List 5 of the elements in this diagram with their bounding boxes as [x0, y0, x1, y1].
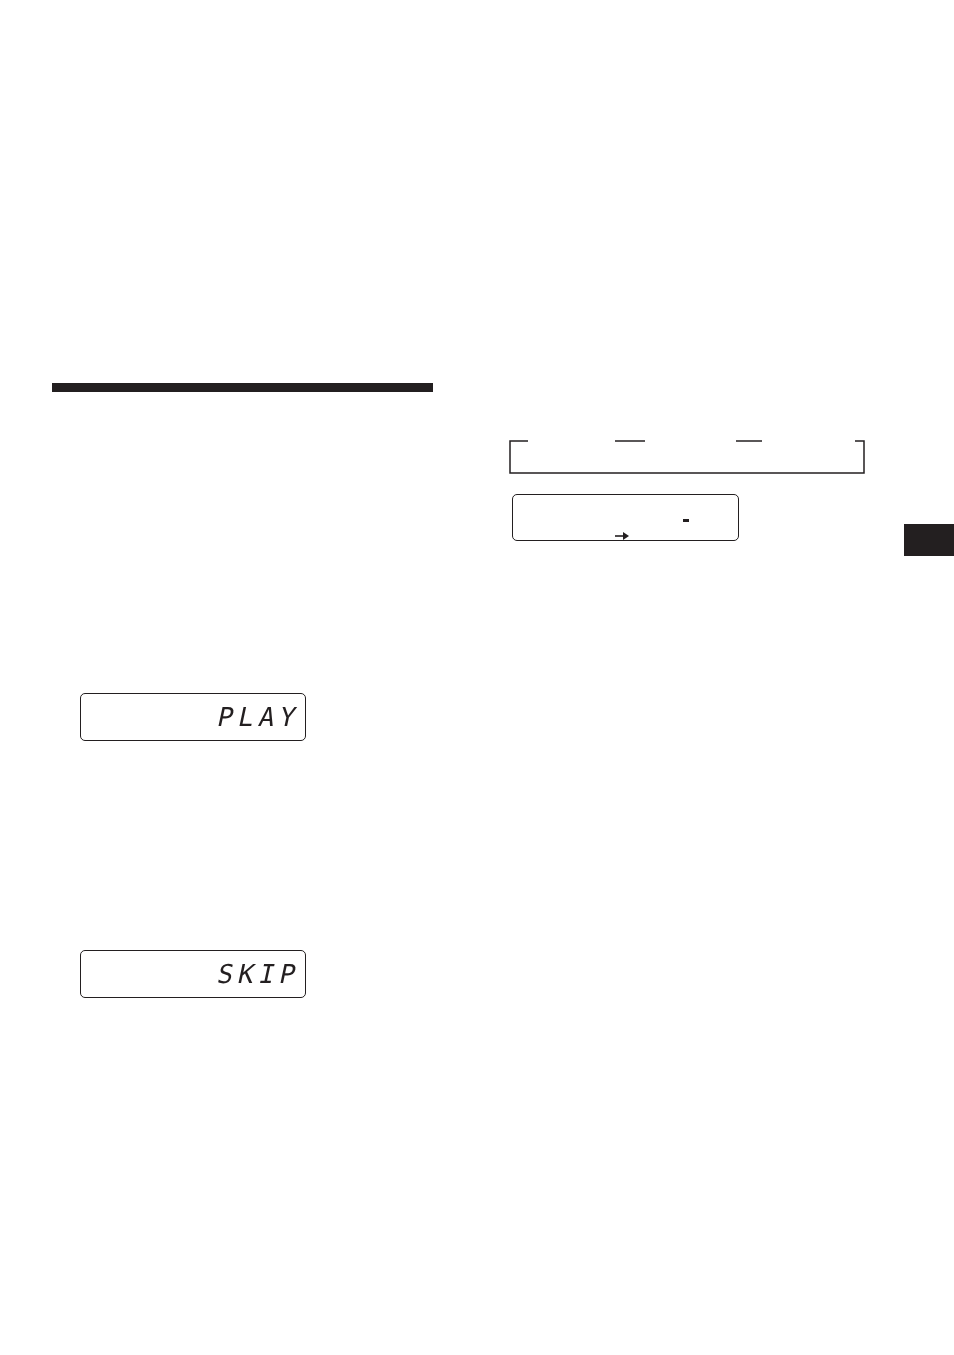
display-panel [80, 950, 306, 998]
display-text: SKIP [215, 959, 305, 989]
display-panel [512, 494, 739, 541]
display-panel [80, 693, 306, 741]
display-text: PLAY [215, 702, 305, 732]
